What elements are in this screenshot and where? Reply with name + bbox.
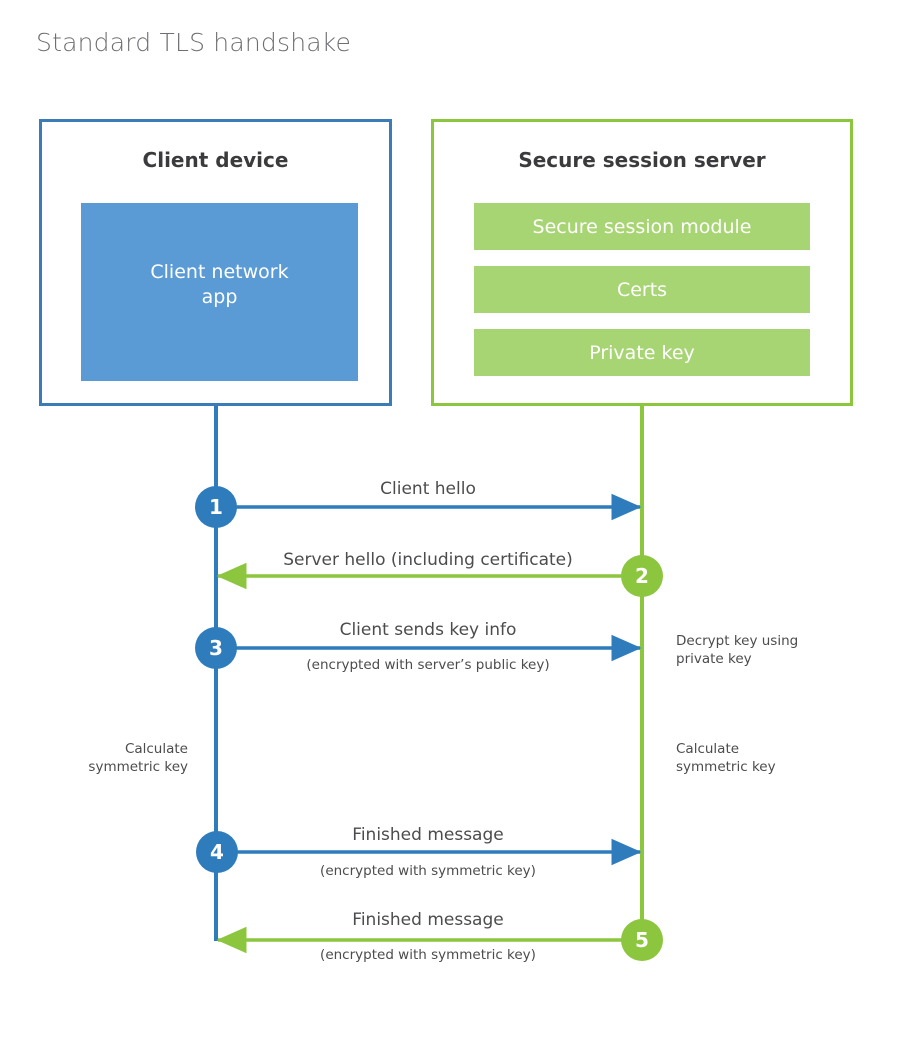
client-device-title: Client device bbox=[142, 148, 289, 172]
client-network-app-label: Client network app bbox=[150, 260, 288, 309]
annotation-server-decrypt: Decrypt key using private key bbox=[676, 633, 799, 668]
client-app-label-line1: Client network bbox=[150, 261, 289, 284]
message-sublabel-step-3: (encrypted with server’s public key) bbox=[306, 657, 550, 673]
server-block-private-key: Private key bbox=[474, 329, 810, 376]
step-marker-4[interactable]: 4 bbox=[196, 831, 238, 873]
message-label-step-3: Client sends key info bbox=[339, 620, 517, 640]
message-label-step-1: Client hello bbox=[380, 479, 476, 499]
secure-session-server-box: Secure session server Secure session mod… bbox=[431, 119, 853, 406]
step-marker-2[interactable]: 2 bbox=[621, 555, 663, 597]
client-device-box: Client device Client network app bbox=[39, 119, 392, 406]
server-block-certs: Certs bbox=[474, 266, 810, 313]
message-label-step-4: Finished message bbox=[352, 825, 504, 845]
client-app-label-line2: app bbox=[201, 286, 238, 308]
server-block-secure-session-module: Secure session module bbox=[474, 203, 810, 250]
step-marker-1[interactable]: 1 bbox=[195, 486, 237, 528]
message-sublabel-step-5: (encrypted with symmetric key) bbox=[320, 947, 536, 963]
annotation-client-calculate-symmetric-key: Calculate symmetric key bbox=[88, 741, 188, 776]
message-label-step-2: Server hello (including certificate) bbox=[283, 550, 573, 570]
message-label-step-5: Finished message bbox=[352, 910, 504, 930]
step-marker-3[interactable]: 3 bbox=[195, 627, 237, 669]
annotation-server-calculate-symmetric-key: Calculate symmetric key bbox=[676, 741, 776, 776]
secure-session-server-title: Secure session server bbox=[518, 148, 766, 172]
step-marker-5[interactable]: 5 bbox=[621, 919, 663, 961]
page-title: Standard TLS handshake bbox=[36, 28, 352, 57]
client-network-app-block: Client network app bbox=[81, 203, 358, 381]
message-sublabel-step-4: (encrypted with symmetric key) bbox=[320, 863, 536, 879]
